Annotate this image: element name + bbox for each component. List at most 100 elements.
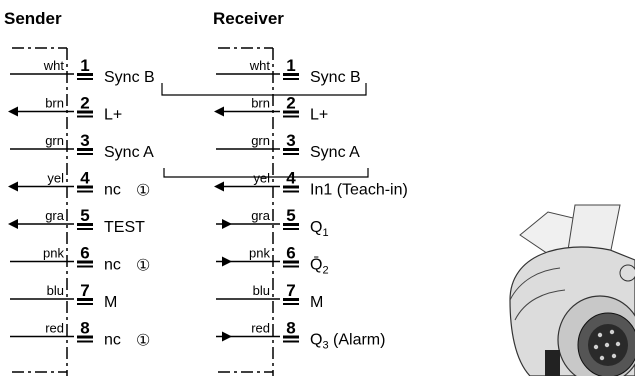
pin-bar xyxy=(283,148,299,151)
connector-image xyxy=(505,200,635,376)
sender-pin-number: 4 xyxy=(80,169,90,188)
sync-a-link xyxy=(163,168,369,178)
sender-signal-label: nc xyxy=(104,182,121,199)
sender-wire-color: blu xyxy=(47,283,64,298)
sender-pin-6: pnk 6 nc ① xyxy=(10,244,150,275)
sync-b-link xyxy=(161,83,367,96)
pin-bar xyxy=(283,260,299,264)
pin-bar xyxy=(77,78,93,80)
note-1-icon: ① xyxy=(136,258,150,275)
sender-signal-label: M xyxy=(104,294,117,311)
receiver-wire-color: yel xyxy=(253,171,270,186)
sender-pin-number: 1 xyxy=(80,56,89,75)
pin-bar xyxy=(77,73,93,76)
receiver-wire-color: grn xyxy=(251,133,270,148)
sender-signal-label: nc xyxy=(104,257,121,274)
pin-bar xyxy=(77,335,93,339)
note-1-icon: ① xyxy=(136,333,150,350)
sender-pin-number: 2 xyxy=(80,94,89,113)
receiver-wire-color: blu xyxy=(253,283,270,298)
sender-wire-color: brn xyxy=(45,96,64,111)
pin-bar xyxy=(77,228,93,230)
pin-bar xyxy=(283,335,299,339)
sender-title: Sender xyxy=(4,9,62,28)
receiver-signal-label: L+ xyxy=(310,107,328,124)
arrow-right-icon xyxy=(222,256,232,267)
receiver-signal-label: Q3 (Alarm) xyxy=(310,332,385,352)
pin-bar xyxy=(283,190,299,193)
pin-bar xyxy=(283,185,299,189)
sender-pin-number: 7 xyxy=(80,281,89,300)
receiver-pin-number: 3 xyxy=(286,131,295,150)
receiver-signal-label: Sync B xyxy=(310,69,361,86)
sender-wire-color: wht xyxy=(43,58,65,73)
sender-pin-7: blu 7M xyxy=(10,281,117,311)
pin-bar xyxy=(283,78,299,80)
sender-wire-color: pnk xyxy=(43,246,64,261)
sender-signal-label: Sync B xyxy=(104,69,155,86)
pin-bar xyxy=(77,260,93,264)
pin-bar xyxy=(77,110,93,114)
sync-connections xyxy=(161,83,369,178)
sender-wire-color: red xyxy=(45,321,64,336)
sender-wire-color: gra xyxy=(45,208,65,223)
sender-wire-color: grn xyxy=(45,133,64,148)
receiver-signal-label: Q1 xyxy=(310,219,329,239)
receiver-pin-2: brn 2L+ xyxy=(214,94,328,124)
sender-signal-label: TEST xyxy=(104,219,145,236)
receiver-pin-number: 1 xyxy=(286,56,295,75)
sender-signal-label: Sync A xyxy=(104,144,154,161)
arrow-left-icon xyxy=(8,219,18,229)
sender-connector-outline xyxy=(12,47,68,376)
receiver-pin-8: red 8 Q3 (Alarm) xyxy=(216,319,385,352)
pin-bar xyxy=(283,303,299,305)
pin-bar xyxy=(77,153,93,155)
sender-pin-2: brn 2L+ xyxy=(8,94,122,124)
sender-wire-color: yel xyxy=(47,171,64,186)
receiver-wire-color: red xyxy=(251,321,270,336)
receiver-wire-color: pnk xyxy=(249,246,270,261)
arrow-right-icon xyxy=(222,219,232,229)
sender-pin-4: yel 4 nc ① xyxy=(8,169,150,200)
arrow-left-icon xyxy=(8,106,18,117)
arrow-left-icon xyxy=(214,181,224,192)
sender-pin-number: 6 xyxy=(80,244,89,263)
pin-bar xyxy=(283,110,299,114)
pin-bar xyxy=(77,223,93,226)
pin-bar xyxy=(283,153,299,155)
pin-bar xyxy=(283,265,299,268)
receiver-pin-number: 2 xyxy=(286,94,295,113)
receiver-signal-label: M xyxy=(310,294,323,311)
pin-bar xyxy=(77,148,93,151)
pin-bar xyxy=(283,298,299,301)
pin-bar xyxy=(77,303,93,305)
note-1-icon: ① xyxy=(136,183,150,200)
pin-bar xyxy=(283,223,299,226)
sender-signal-label: L+ xyxy=(104,107,122,124)
pin-bar xyxy=(77,340,93,343)
pin-bar xyxy=(77,265,93,268)
receiver-title: Receiver xyxy=(213,9,284,28)
receiver-wire-color: brn xyxy=(251,96,270,111)
sender-signal-label: nc xyxy=(104,332,121,349)
pin-bar xyxy=(77,115,93,118)
receiver-signal-label: Q̄2 xyxy=(310,256,329,276)
receiver-pin-number: 8 xyxy=(286,319,295,338)
receiver-pin-number: 5 xyxy=(286,206,295,225)
pin-bar xyxy=(77,185,93,189)
pin-bar xyxy=(283,340,299,343)
pin-bar xyxy=(77,190,93,193)
receiver-connector-outline xyxy=(218,47,274,376)
receiver-signal-label: Sync A xyxy=(310,144,360,161)
